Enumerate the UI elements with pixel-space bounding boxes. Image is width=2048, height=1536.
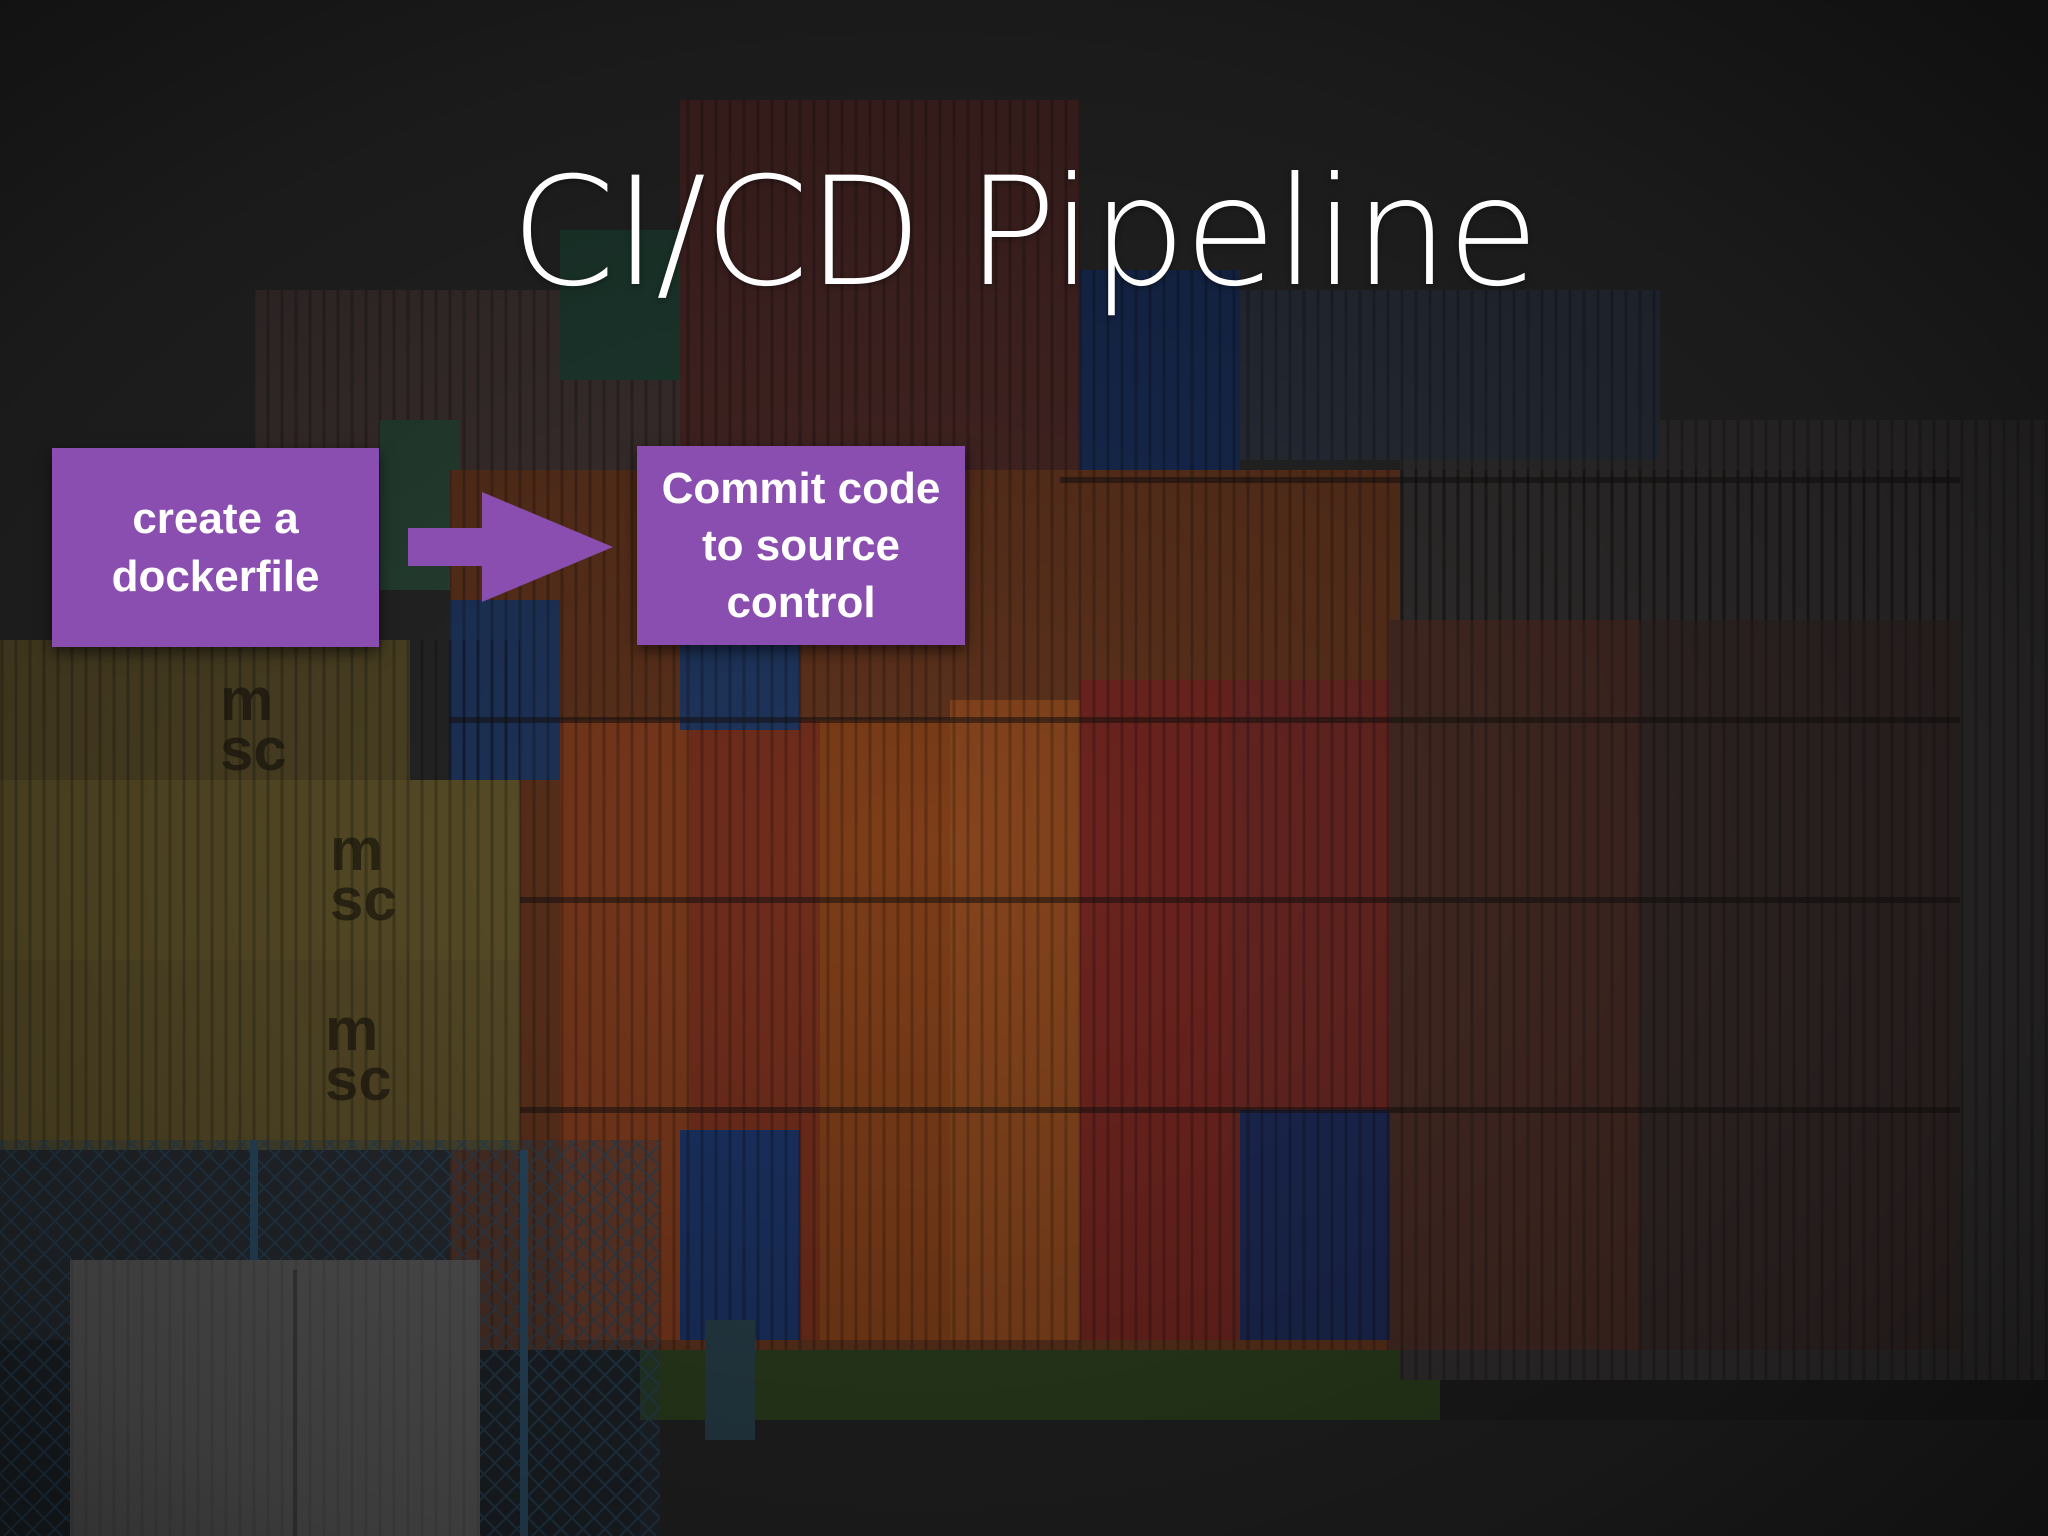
step-label: create a dockerfile (111, 494, 320, 601)
step-box-commit-code: Commit code to source control (637, 446, 965, 645)
step-box-create-dockerfile: create a dockerfile (52, 448, 379, 647)
right-arrow-icon (408, 492, 613, 602)
slide-title: CI/CD Pipeline (510, 146, 1539, 320)
step-label: Commit code to source control (661, 463, 941, 628)
